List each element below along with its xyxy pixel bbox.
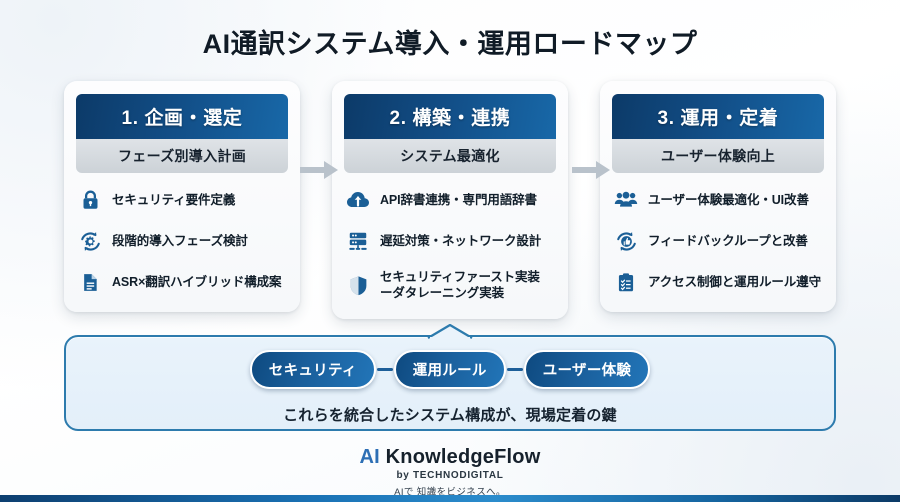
arrow-right-icon [300,159,344,181]
card-3-items: ユーザー体験最適化・UI改善 フィードバックループと改善 [612,187,824,295]
roadmap-card-3: 3. 運用・定着 ユーザー体験向上 ユーザー体験最適化・UI改善 [600,81,836,312]
thumbs-up-refresh-icon [614,228,638,254]
pill-operation-rules: 運用ルール [393,349,506,389]
pill-connector [506,367,523,371]
page-title: AI通訳システム導入・運用ロードマップ [202,29,698,59]
card-2-header: 2. 構築・連携 [344,94,556,139]
clipboard-check-icon [614,269,638,295]
roadmap-card-2: 2. 構築・連携 システム最適化 API辞書連携・専門用語辞書 [332,81,568,319]
list-item: セキュリティ要件定義 [78,187,286,213]
people-icon [614,187,638,213]
arrow-right-icon [572,159,616,181]
list-item: ユーザー体験最適化・UI改善 [614,187,822,213]
brand-tagline: AIで 知識をビジネスへ。 [394,486,506,498]
brand-byline: by TECHNODIGITAL [396,469,504,481]
card-1-items: セキュリティ要件定義 段階的導入フェーズ検討 [76,187,288,295]
list-item: ASR×翻訳ハイブリッド構成案 [78,269,286,295]
key-pills: セキュリティ 運用ルール ユーザー体験 [66,337,834,389]
pill-connector [376,367,393,371]
panel-notch-icon [427,323,473,340]
card-3-subtitle: ユーザー体験向上 [612,139,824,173]
cloud-upload-icon [346,187,370,213]
pill-user-experience: ユーザー体験 [523,349,651,389]
summary-panel: セキュリティ 運用ルール ユーザー体験 これらを統合したシステム構成が、現場定着… [64,323,836,431]
document-icon [78,269,102,295]
list-item: 段階的導入フェーズ検討 [78,228,286,254]
list-item-label: セキュリティ要件定義 [112,192,236,207]
roadmap-card-1: 1. 企画・選定 フェーズ別導入計画 セキュリティ要件定義 [64,81,300,312]
list-item-label: ASR×翻訳ハイブリッド構成案 [112,274,282,289]
bottom-accent-bar [0,495,900,502]
list-item: セキュリティファースト実装 ーダタレーニング実装 [346,269,554,302]
card-1-subtitle: フェーズ別導入計画 [76,139,288,173]
card-2-items: API辞書連携・専門用語辞書 遅延対策・ネットワーク設計 [344,187,556,302]
server-icon [346,228,370,254]
list-item-label: フィードバックループと改善 [648,233,808,248]
list-item: アクセス制御と運用ルール遵守 [614,269,822,295]
card-2-subtitle: システム最適化 [344,139,556,173]
list-item: 遅延対策・ネットワーク設計 [346,228,554,254]
card-1-header: 1. 企画・選定 [76,94,288,139]
card-3-header: 3. 運用・定着 [612,94,824,139]
list-item-label: API辞書連携・専門用語辞書 [380,192,537,207]
list-item-label: ユーザー体験最適化・UI改善 [648,192,809,207]
pill-security: セキュリティ [249,349,376,389]
roadmap-cards: 1. 企画・選定 フェーズ別導入計画 セキュリティ要件定義 [0,61,900,319]
brand-ai-text: AI [359,445,380,468]
brand-name-text: KnowledgeFlow [379,445,541,468]
list-item-label: 遅延対策・ネットワーク設計 [380,233,542,248]
shield-icon [346,272,370,298]
footer: AI KnowledgeFlow by TECHNODIGITAL AIで 知識… [0,446,900,498]
list-item-label: 段階的導入フェーズ検討 [112,233,248,248]
lock-icon [78,187,102,213]
list-item: フィードバックループと改善 [614,228,822,254]
gear-refresh-icon [78,228,102,254]
summary-note: これらを統合したシステム構成が、現場定着の鍵 [283,406,617,424]
list-item: API辞書連携・専門用語辞書 [346,187,554,213]
brand-logo: AI KnowledgeFlow [0,446,900,469]
summary-panel-wrap: セキュリティ 運用ルール ユーザー体験 これらを統合したシステム構成が、現場定着… [0,319,900,431]
list-item-label: セキュリティファースト実装 ーダタレーニング実装 [380,270,540,301]
list-item-label: アクセス制御と運用ルール遵守 [648,274,821,289]
